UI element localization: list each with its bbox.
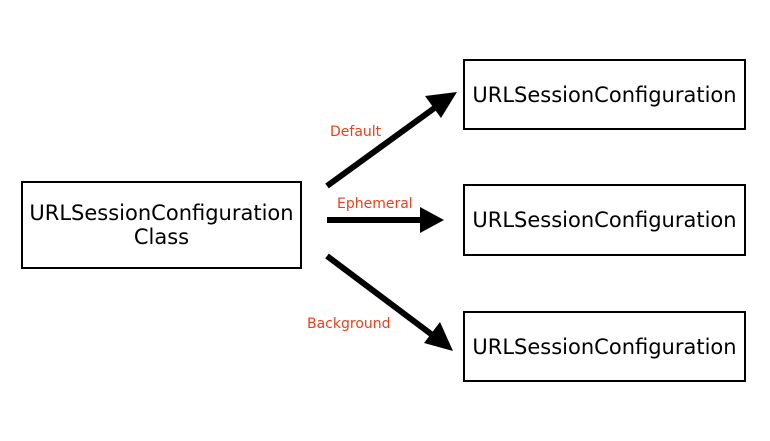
arrowhead-default-icon bbox=[425, 92, 457, 118]
arrow-default bbox=[325, 101, 442, 189]
edge-label-default: Default bbox=[330, 124, 382, 140]
source-class-suffix: Class bbox=[133, 225, 190, 249]
edge-label-ephemeral: Ephemeral bbox=[337, 196, 413, 212]
source-class-box: URLSessionConfiguration Class bbox=[21, 181, 302, 269]
arrowhead-ephemeral-icon bbox=[420, 207, 444, 233]
arrow-background bbox=[325, 253, 437, 340]
target-box-background: URLSessionConfiguration bbox=[463, 311, 746, 382]
target-box-default: URLSessionConfiguration bbox=[463, 59, 746, 130]
target-label-ephemeral: URLSessionConfiguration bbox=[472, 208, 737, 232]
edge-label-background: Background bbox=[307, 316, 391, 332]
source-class-name: URLSessionConfiguration bbox=[29, 201, 294, 225]
target-label-background: URLSessionConfiguration bbox=[472, 334, 737, 359]
target-box-ephemeral: URLSessionConfiguration bbox=[463, 184, 746, 256]
target-label-default: URLSessionConfiguration bbox=[472, 82, 737, 107]
arrowhead-background-icon bbox=[424, 322, 453, 351]
